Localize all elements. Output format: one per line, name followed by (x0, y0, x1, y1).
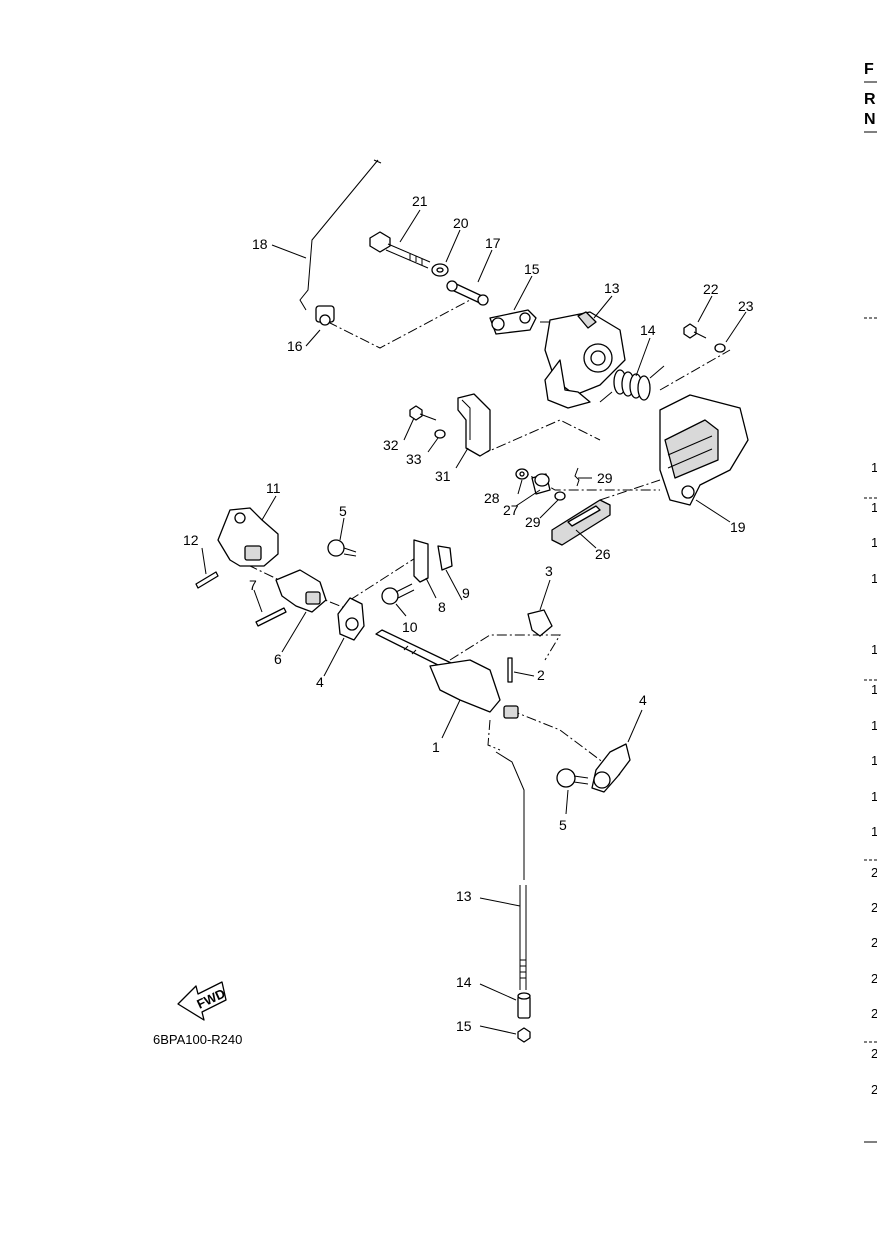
callout-12: 12 (183, 532, 199, 548)
callout-33: 33 (406, 451, 422, 467)
edge-row: 1 (871, 535, 877, 550)
callout-labels: 18 16 21 20 17 15 13 14 22 23 32 33 31 2… (183, 193, 754, 1034)
part-19-joint (315, 305, 335, 326)
callout-17: 14 (640, 322, 656, 338)
part-3-clip (527, 609, 553, 637)
part-7-pin (255, 607, 287, 627)
part-24-bolt (369, 231, 431, 269)
part-29-washer-a (515, 468, 529, 480)
edge-row: 2 (871, 900, 877, 915)
part-33-washer (434, 429, 446, 439)
callout-14: 14 (456, 974, 472, 990)
part-32-bolt (409, 405, 437, 421)
part-29-washer-b (554, 491, 566, 501)
part-22-bracket (659, 394, 749, 506)
assembly-lines (247, 299, 731, 776)
callout-1: 1 (432, 739, 440, 755)
part-26-washer (714, 343, 726, 353)
right-edge-fragment: F R N 1 1 1 1 1 1 1 1 1 1 2 2 2 2 2 2 2 (864, 61, 877, 1143)
callout-21: 18 (252, 236, 268, 252)
diagram-code: 6BPA100-R240 (153, 1032, 242, 1047)
part-10-bolt (381, 583, 415, 605)
edge-row: 1 (871, 789, 877, 804)
edge-row: 1 (871, 682, 877, 697)
edge-row: 1 (871, 460, 877, 475)
part-18-lever (489, 309, 537, 335)
callout-9: 9 (462, 585, 470, 601)
callout-3: 3 (545, 563, 553, 579)
callout-5-b: 5 (559, 817, 567, 833)
part-5-bolt-b (556, 768, 589, 788)
part-16-cam (544, 311, 626, 409)
part-31-plate (457, 393, 491, 457)
edge-header-f: F (864, 61, 874, 78)
edge-header-n: N (864, 111, 876, 128)
edge-row: 2 (871, 1082, 877, 1097)
callout-8: 8 (438, 599, 446, 615)
callout-7: 7 (249, 577, 257, 593)
edge-row: 2 (871, 935, 877, 950)
callout-24: 21 (412, 193, 428, 209)
callout-29-a: 28 (484, 490, 500, 506)
callout-30: 29 (597, 470, 613, 486)
part-6-joint (275, 569, 327, 613)
callout-15: 15 (456, 1018, 472, 1034)
part-9-plate (437, 545, 453, 571)
callout-20: 17 (485, 235, 501, 251)
callout-6: 6 (274, 651, 282, 667)
callout-22: 19 (730, 519, 746, 535)
callout-10: 10 (402, 619, 418, 635)
callout-25: 22 (703, 281, 719, 297)
edge-row: 1 (871, 571, 877, 586)
part-27-slider (551, 499, 611, 546)
leader-lines (201, 209, 747, 1035)
part-12-pin (195, 571, 219, 589)
callout-18: 15 (524, 261, 540, 277)
callout-16: 13 (604, 280, 620, 296)
edge-header-r: R (864, 91, 876, 108)
callout-13: 13 (456, 888, 472, 904)
part-15-nut (517, 1027, 531, 1043)
part-4-lever-a (337, 597, 365, 641)
callout-19: 16 (287, 338, 303, 354)
callout-2: 2 (537, 667, 545, 683)
callout-32: 32 (383, 437, 399, 453)
edge-row: 1 (871, 500, 877, 515)
fwd-arrow-icon: FWD (177, 981, 228, 1021)
edge-row: 2 (871, 1046, 877, 1061)
callout-5-a: 5 (339, 503, 347, 519)
edge-row: 1 (871, 642, 877, 657)
part-21-link-rod (299, 159, 382, 311)
part-28-collar (531, 473, 551, 495)
edge-row: 1 (871, 718, 877, 733)
callout-28: 27 (503, 502, 519, 518)
part-5-bolt-a (327, 539, 357, 557)
edge-row: 2 (871, 971, 877, 986)
part-17-spring (599, 365, 665, 403)
callout-26: 23 (738, 298, 754, 314)
part-8-bracket (413, 539, 429, 583)
part-1-shift-shaft (375, 629, 519, 719)
part-30-clip (574, 467, 580, 487)
callout-23: 20 (453, 215, 469, 231)
callout-4-a: 4 (316, 674, 324, 690)
callout-29-b: 29 (525, 514, 541, 530)
callout-4-b: 4 (639, 692, 647, 708)
part-20-collar (446, 280, 489, 306)
part-25-bolt (683, 323, 707, 339)
edge-row: 2 (871, 865, 877, 880)
part-14-collar (517, 992, 531, 1019)
callout-27: 26 (595, 546, 611, 562)
edge-row: 1 (871, 824, 877, 839)
edge-row: 1 (871, 753, 877, 768)
callout-31: 31 (435, 468, 451, 484)
part-13-rod (495, 751, 527, 990)
part-23-washer (431, 263, 449, 277)
callout-11: 11 (266, 480, 281, 496)
part-4-lever-b (591, 743, 631, 793)
part-11-bracket (217, 507, 279, 567)
part-2-pin (507, 657, 513, 683)
edge-row: 2 (871, 1006, 877, 1021)
